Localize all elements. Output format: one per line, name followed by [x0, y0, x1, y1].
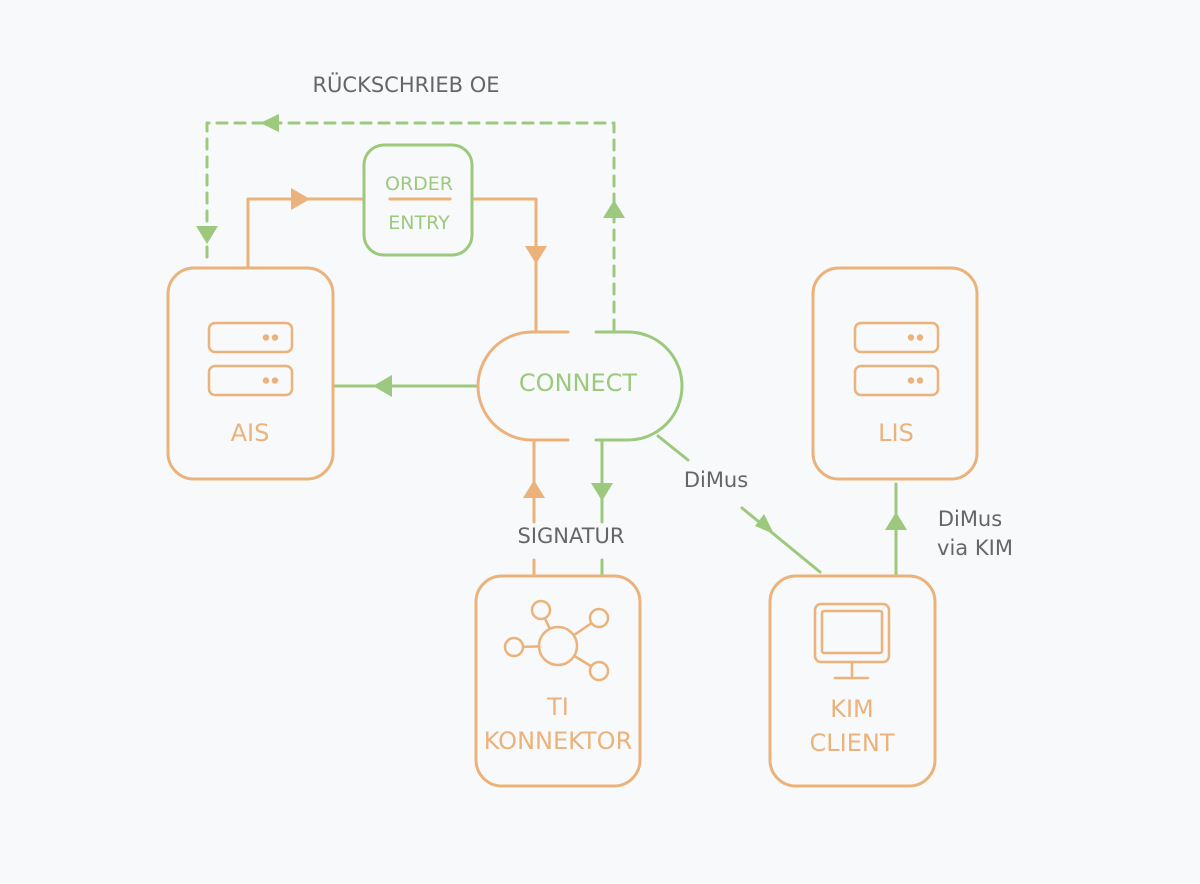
connect-to-kim-line: [656, 434, 690, 462]
network-hub-icon: [503, 599, 610, 682]
ti-konnektor-box: [474, 574, 642, 788]
edge-label-dimus: DiMus: [684, 468, 748, 492]
server-icon: [207, 321, 294, 397]
arrowheads: [196, 114, 907, 534]
edge-label-dimus-kim-line1: DiMus: [938, 507, 1002, 531]
arrowhead-up-rueckschrieb: [603, 200, 625, 218]
kim-client-label-line1: KIM: [830, 695, 874, 723]
arrowhead-to-order-entry: [291, 188, 310, 210]
lis-box: [811, 266, 979, 481]
arrowhead-to-ais: [373, 375, 392, 397]
connect-pill-right: [594, 330, 684, 442]
ais-to-order-entry-line: [246, 197, 366, 270]
order-entry-to-connect-line: [470, 197, 538, 332]
monitor-icon: [813, 602, 891, 680]
ais-label: AIS: [231, 419, 270, 447]
lis-label: LIS: [878, 419, 914, 447]
arrowhead-up-signatur: [523, 480, 545, 498]
edge-label-signatur: SIGNATUR: [517, 524, 624, 548]
arrowhead-to-kim: [755, 514, 774, 534]
ti-konnektor-label-line2: KONNEKTOR: [484, 727, 633, 755]
server-icon: [853, 321, 940, 397]
edge-label-rueckschrieb: RÜCKSCHRIEB OE: [312, 72, 499, 97]
arrowhead-to-lis: [885, 512, 907, 530]
arrowhead-rueckschrieb: [260, 114, 279, 132]
ti-konnektor-label-line1: TI: [546, 693, 569, 721]
connect-label: CONNECT: [519, 369, 637, 397]
arrowhead-to-ais-dashed: [196, 226, 218, 244]
order-entry-label-line1: ORDER: [385, 173, 453, 195]
order-entry-label-line2: ENTRY: [388, 212, 450, 234]
connect-pill-left: [476, 330, 570, 442]
arrowhead-down-signatur: [591, 483, 613, 501]
arrowhead-to-connect: [525, 246, 547, 264]
rueckschrieb-dashed-line: [205, 121, 616, 332]
ais-box: [166, 266, 335, 481]
kim-client-box: [768, 574, 937, 788]
edge-label-dimus-kim-line2: via KIM: [937, 536, 1013, 560]
order-entry-box: [362, 143, 474, 257]
kim-client-label-line2: CLIENT: [810, 729, 895, 757]
connect-to-kim-line-lower: [740, 506, 822, 574]
